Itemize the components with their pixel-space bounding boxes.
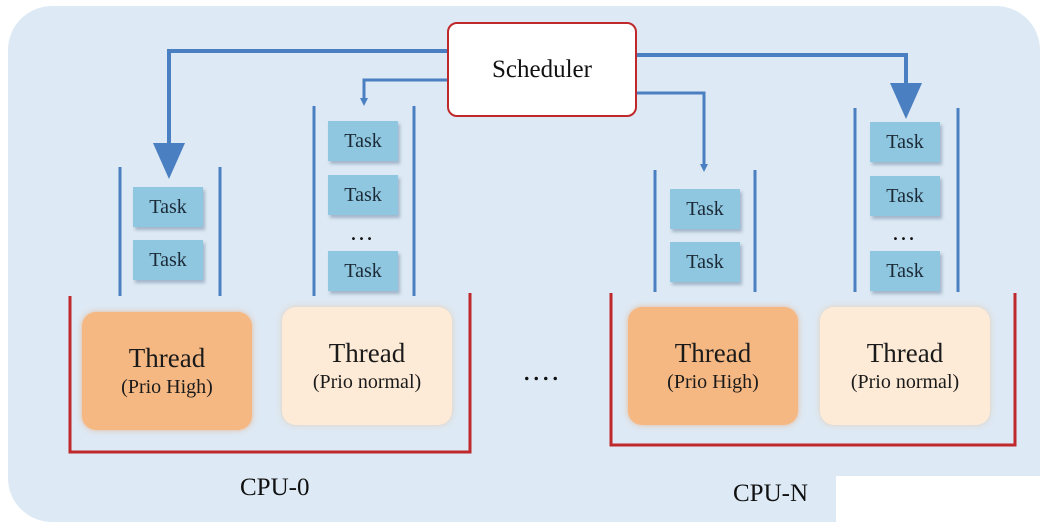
thread-title: Thread bbox=[674, 338, 752, 368]
thread-box-high-priority: Thread (Prio High) bbox=[82, 312, 252, 430]
arrow-to-cpu0-normal-queue bbox=[360, 78, 447, 106]
task-ellipsis: … bbox=[349, 220, 377, 246]
cpu-label: CPU-0 bbox=[240, 474, 310, 501]
task-box: Task bbox=[133, 187, 203, 227]
task-box: Task bbox=[670, 242, 740, 282]
cpun-bracket bbox=[609, 293, 1017, 447]
corner-white-area bbox=[836, 476, 1048, 531]
task-box: Task bbox=[870, 176, 940, 216]
thread-title: Thread bbox=[128, 343, 206, 373]
thread-priority: (Prio High) bbox=[121, 376, 213, 398]
task-box: Task bbox=[133, 240, 203, 280]
thread-box-high-priority: Thread (Prio High) bbox=[628, 307, 798, 425]
task-box: Task bbox=[328, 121, 398, 161]
task-box: Task bbox=[328, 175, 398, 215]
arrow-to-cpun-normal-queue bbox=[637, 53, 922, 119]
task-box: Task bbox=[328, 251, 398, 291]
thread-title: Thread bbox=[328, 338, 406, 368]
thread-priority: (Prio normal) bbox=[850, 371, 960, 393]
scheduler-box: Scheduler bbox=[447, 22, 637, 117]
thread-title: Thread bbox=[866, 338, 944, 368]
thread-box-normal-priority: Thread (Prio normal) bbox=[820, 307, 990, 425]
arrow-to-cpun-high-queue bbox=[637, 91, 708, 172]
thread-priority: (Prio High) bbox=[667, 371, 759, 393]
task-box: Task bbox=[670, 189, 740, 229]
task-box: Task bbox=[870, 251, 940, 291]
cpu-label: CPU-N bbox=[733, 480, 809, 507]
cpu0-bracket bbox=[68, 293, 472, 454]
thread-box-normal-priority: Thread (Prio normal) bbox=[282, 307, 452, 425]
task-box: Task bbox=[870, 122, 940, 162]
between-cpus-ellipsis: .... bbox=[523, 354, 561, 387]
scheduler-label: Scheduler bbox=[492, 55, 592, 83]
arrow-to-cpu0-high-queue bbox=[153, 49, 447, 179]
task-ellipsis: … bbox=[891, 220, 919, 246]
thread-priority: (Prio normal) bbox=[312, 371, 422, 393]
